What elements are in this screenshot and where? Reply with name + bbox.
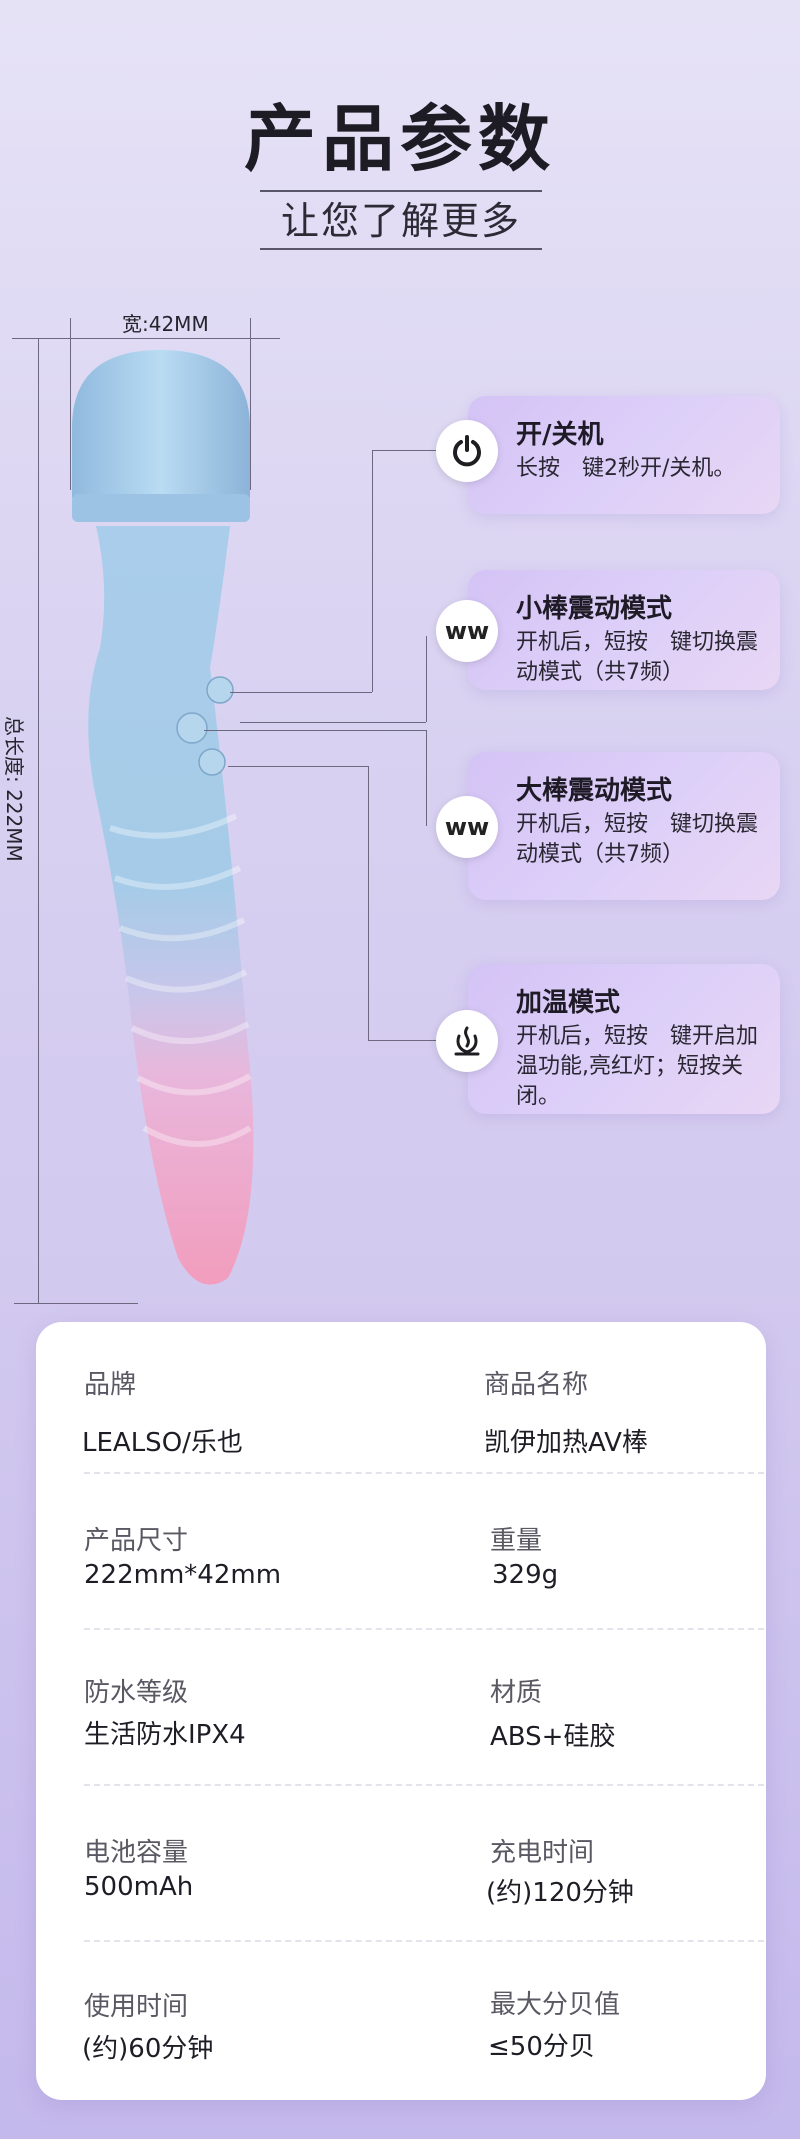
connector-line-4h — [368, 1040, 436, 1041]
connector-line-2v — [426, 636, 427, 722]
length-bottom-tick — [14, 1303, 138, 1304]
spec-value: (约)60分钟 — [82, 2034, 214, 2064]
spec-divider — [84, 1472, 764, 1474]
connector-line-4 — [228, 766, 368, 767]
vibration-icon: ᴡᴡ — [436, 796, 498, 858]
page-subtitle: 让您了解更多 — [280, 199, 521, 243]
specs-card: 品牌 商品名称 LEALSO/乐也 凯伊加热AV棒 产品尺寸 重量 222mm*… — [36, 1322, 766, 2100]
connector-line-1h — [372, 450, 436, 451]
width-left-tick — [70, 318, 71, 490]
spec-value: 329g — [492, 1560, 559, 1590]
width-label: 宽:42MM — [122, 312, 209, 336]
feature-card-heating: 加温模式 开机后，短按 键开启加温功能,亮红灯；短按关闭。 — [468, 964, 780, 1114]
spec-label: 产品尺寸 — [84, 1526, 189, 1556]
feature-title: 小棒震动模式 — [516, 594, 673, 624]
spec-divider — [84, 1784, 764, 1786]
spec-value: 500mAh — [84, 1872, 194, 1902]
power-icon — [436, 420, 498, 482]
spec-label: 使用时间 — [84, 1992, 189, 2022]
spec-label: 商品名称 — [484, 1370, 589, 1400]
spec-value: 凯伊加热AV棒 — [484, 1428, 648, 1458]
spec-label: 重量 — [490, 1526, 543, 1556]
feature-description: 开机后，短按 键开启加温功能,亮红灯；短按关闭。 — [516, 1024, 759, 1109]
heat-icon — [436, 1010, 498, 1072]
feature-title: 开/关机 — [516, 420, 604, 450]
subtitle-block: 让您了解更多 — [260, 190, 542, 250]
width-right-tick — [250, 318, 251, 490]
spec-label: 电池容量 — [84, 1838, 189, 1868]
product-wand-image — [72, 350, 254, 1285]
connector-line-4v — [368, 766, 369, 1040]
subtitle-divider-top — [260, 190, 542, 192]
feature-card-small-vibration: 小棒震动模式 开机后，短按 键切换震动模式（共7频） — [468, 570, 780, 690]
page-title: 产品参数 — [243, 97, 556, 181]
connector-line-3v — [426, 730, 427, 826]
spec-value: LEALSO/乐也 — [82, 1428, 243, 1458]
spec-value: 222mm*42mm — [84, 1560, 282, 1590]
feature-card-large-vibration: 大棒震动模式 开机后，短按 键切换震动模式（共7频） — [468, 752, 780, 900]
connector-line-1v — [372, 450, 373, 692]
vibration-icon: ᴡᴡ — [436, 600, 498, 662]
spec-value: 生活防水IPX4 — [84, 1720, 246, 1750]
connector-line-1 — [230, 692, 372, 693]
feature-card-power: 开/关机 长按 键2秒开/关机。 — [468, 396, 780, 514]
feature-description: 开机后，短按 键切换震动模式（共7频） — [516, 812, 759, 867]
spec-label: 充电时间 — [490, 1838, 595, 1868]
feature-title: 加温模式 — [516, 988, 621, 1018]
spec-label: 防水等级 — [84, 1678, 189, 1708]
width-dimension-line — [12, 338, 280, 339]
feature-description: 开机后，短按 键切换震动模式（共7频） — [516, 630, 759, 685]
connector-line-2 — [240, 722, 426, 723]
spec-label: 最大分贝值 — [490, 1990, 621, 2020]
feature-description: 长按 键2秒开/关机。 — [516, 456, 736, 481]
spec-value: ≤50分贝 — [488, 2032, 595, 2062]
spec-label: 品牌 — [84, 1370, 137, 1400]
length-label: 总长度: 222MM — [2, 716, 26, 862]
spec-value: ABS+硅胶 — [490, 1722, 616, 1752]
spec-divider — [84, 1940, 764, 1942]
length-dimension-line — [38, 338, 39, 1304]
spec-divider — [84, 1628, 764, 1630]
subtitle-divider-bottom — [260, 248, 542, 250]
spec-value: (约)120分钟 — [486, 1878, 634, 1908]
connector-line-3 — [204, 730, 426, 731]
spec-label: 材质 — [490, 1678, 543, 1708]
feature-title: 大棒震动模式 — [516, 776, 673, 806]
